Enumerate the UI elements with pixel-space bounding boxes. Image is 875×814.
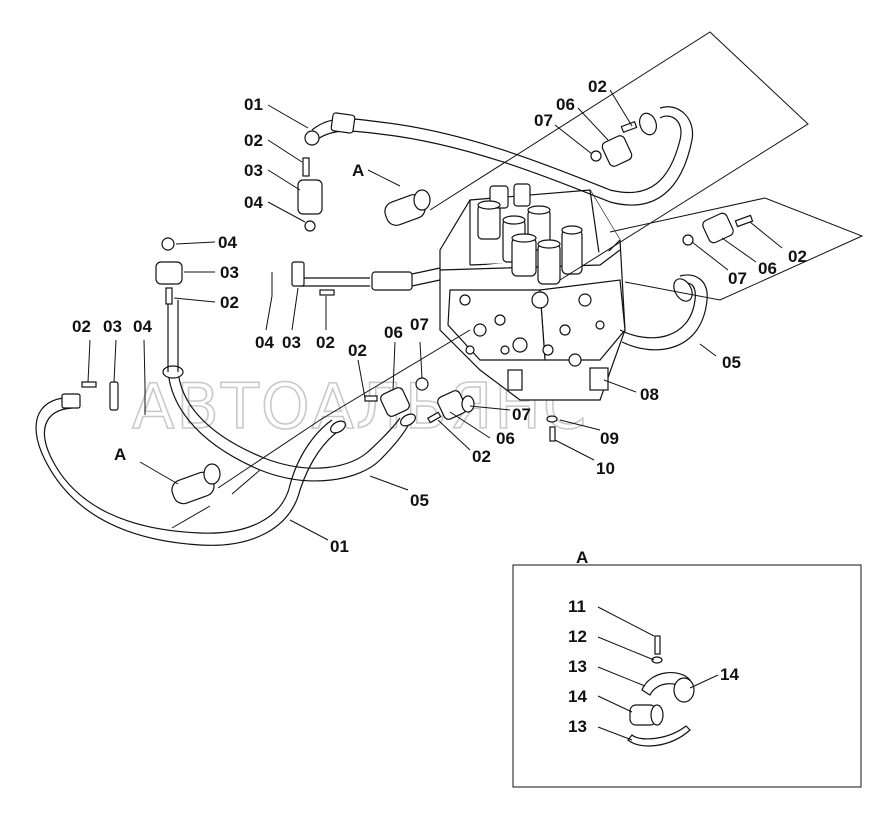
view-marker-left: A [114,445,126,464]
label-top-01: 01 [244,95,263,114]
flange-clamp-right [682,212,754,246]
callout-box-left [217,329,471,489]
label-cb-07: 07 [512,405,531,424]
label-mid-03: 03 [282,333,301,352]
hose-mid-line [300,267,441,291]
label-r-02: 02 [788,247,807,266]
label-c-06: 06 [384,323,403,342]
label-ml-04: 04 [218,233,237,252]
hose-05-left [162,300,416,482]
detail-view-frame [512,564,862,788]
small-fittings-left [81,261,335,415]
label-r-07: 07 [728,269,747,288]
view-marker-top: A [352,161,364,180]
leader-lines [87,89,783,741]
label-ml-03: 03 [220,263,239,282]
label-left-04: 04 [133,317,152,336]
clamp-assembly-top [384,189,431,226]
label-d-13b: 13 [568,717,587,736]
label-d-14b: 14 [568,687,587,706]
label-tr-02: 02 [588,77,607,96]
label-b-01: 01 [330,537,349,556]
bolt-washer-right [546,415,558,442]
solenoid-group [477,183,583,285]
label-tr-07: 07 [534,111,553,130]
label-c-07: 07 [410,315,429,334]
callout-box-right [609,197,864,301]
hose-01-top [311,106,694,206]
label-d-11: 11 [568,597,586,616]
detail-clamp-parts [627,635,695,747]
label-c-02: 02 [348,341,367,360]
label-top-04: 04 [244,193,263,212]
label-r-09: 09 [600,429,619,448]
label-r-05: 05 [722,353,741,372]
label-top-02: 02 [244,131,263,150]
label-d-14a: 14 [720,665,739,684]
label-cb-06: 06 [496,429,515,448]
flange-clamp-top [297,130,323,232]
flange-clamp-center [364,377,475,424]
part-labels: 01 02 03 04 A 02 06 07 07 06 02 04 03 02… [72,77,807,736]
callout-box-top [429,31,809,281]
label-mid-02: 02 [316,333,335,352]
label-top-03: 03 [244,161,263,180]
label-r-08: 08 [640,385,659,404]
label-d-13a: 13 [568,657,587,676]
label-cb-02: 02 [472,447,491,466]
label-r-06: 06 [758,259,777,278]
label-tr-06: 06 [556,95,575,114]
label-d-12: 12 [568,627,587,646]
label-r-10: 10 [596,459,615,478]
label-mid-04: 04 [255,333,274,352]
hose-05-right [619,274,708,351]
detail-title: A [576,548,588,567]
flange-clamp-left [155,237,183,305]
label-b-05: 05 [410,491,429,510]
label-ml-02: 02 [220,293,239,312]
control-valve-block [439,183,626,401]
label-left-02: 02 [72,317,91,336]
clamp-assembly-left [171,463,221,505]
flange-clamp-topright [590,112,658,167]
label-left-03: 03 [103,317,122,336]
